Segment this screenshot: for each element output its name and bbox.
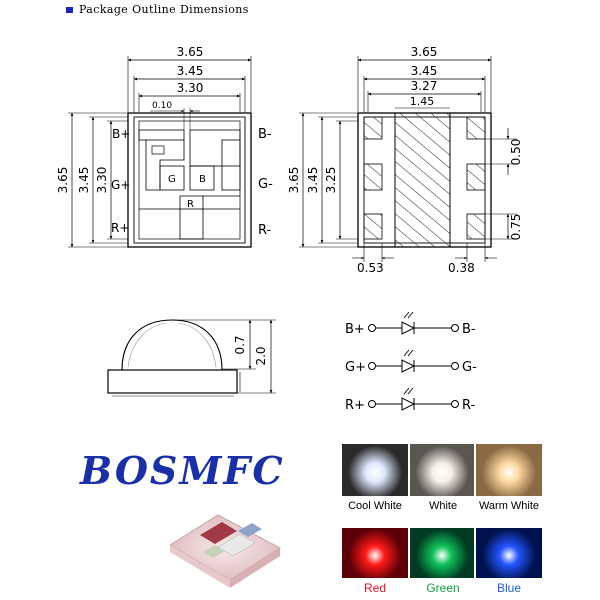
bottom-view — [299, 56, 517, 262]
tv-pin-b-plus: B+ — [112, 127, 130, 141]
tv-die-r: R — [187, 199, 194, 210]
circuit-r-minus: R- — [462, 398, 476, 413]
tv-pin-r-plus: R+ — [111, 221, 129, 235]
bv-dim-pad-w-left: 0.53 — [357, 261, 384, 275]
tv-dim-w-inner: 3.30 — [177, 81, 204, 95]
circuit-b-plus: B+ — [345, 322, 365, 337]
swatch-cool-white — [342, 444, 408, 496]
bottom-view-labels: 3.65 3.45 3.27 1.45 3.65 3.45 3.25 0.50 … — [287, 45, 523, 275]
swatch-label-white: White — [428, 500, 458, 512]
tv-dim-trace: 0.10 — [152, 101, 172, 111]
circuit-row-r: R+ R- — [345, 387, 476, 413]
swatch-label-green: Green — [426, 581, 460, 595]
tv-die-g: G — [168, 174, 176, 185]
bv-dim-pad: 1.45 — [410, 95, 435, 108]
circuit-g-plus: G+ — [345, 360, 366, 375]
bv-dim-side-pad: 0.75 — [509, 214, 523, 241]
swatch-warm-white — [476, 444, 542, 496]
bv-dim-h-outer: 3.65 — [287, 167, 301, 194]
brand-logo: BOSMFC — [80, 448, 285, 493]
tv-pin-g-plus: G+ — [111, 178, 130, 192]
circuit-r-plus: R+ — [345, 398, 365, 413]
header-bullet-icon — [66, 6, 73, 13]
tv-pin-r-minus: R- — [258, 223, 272, 238]
tv-dim-h-mid: 3.45 — [77, 167, 91, 194]
tv-pin-g-minus: G- — [258, 177, 273, 192]
top-view — [68, 56, 252, 248]
circuit-b-minus: B- — [462, 322, 476, 337]
side-view-labels: 0.7 2.0 — [233, 335, 268, 365]
tv-die-b: B — [199, 174, 206, 185]
circuit-row-g: G+ G- — [345, 349, 477, 375]
swatch-blue — [476, 528, 542, 578]
header-title: Package Outline Dimensions — [79, 3, 249, 16]
led-chip-photo — [169, 514, 281, 588]
swatch-label-blue: Blue — [496, 581, 522, 595]
swatch-label-warm-white: Warm White — [478, 500, 540, 512]
swatch-label-cool-white: Cool White — [348, 500, 402, 512]
swatch-white — [410, 444, 474, 496]
swatch-red — [342, 528, 408, 578]
bv-dim-h-inner: 3.25 — [324, 167, 338, 194]
bv-dim-side-gap: 0.50 — [509, 139, 523, 166]
tv-dim-w-mid: 3.45 — [177, 64, 204, 78]
header: Package Outline Dimensions — [66, 3, 249, 16]
circuit-g-minus: G- — [462, 360, 477, 375]
bv-dim-w-mid: 3.45 — [411, 64, 438, 78]
swatch-green — [410, 528, 474, 578]
sv-dim-dome: 0.7 — [233, 335, 247, 354]
bv-dim-h-mid: 3.45 — [306, 167, 320, 194]
bv-dim-w-outer: 3.65 — [411, 45, 438, 59]
tv-pin-b-minus: B- — [258, 127, 272, 142]
bv-dim-pad-w-right: 0.38 — [448, 261, 475, 275]
bv-dim-w-inner: 3.27 — [411, 79, 438, 93]
tv-dim-w-outer: 3.65 — [177, 45, 204, 59]
side-view — [107, 319, 276, 397]
circuit-diagram: B+ B- G+ G- R+ — [345, 311, 477, 413]
tv-dim-h-outer: 3.65 — [56, 167, 70, 194]
tv-dim-h-inner: 3.30 — [95, 167, 109, 194]
top-view-labels: 3.65 3.45 3.30 0.10 3.65 3.45 3.30 B+ G+… — [56, 45, 273, 238]
sv-dim-total: 2.0 — [254, 346, 268, 365]
swatch-label-red: Red — [363, 581, 386, 595]
circuit-row-b: B+ B- — [345, 311, 476, 337]
